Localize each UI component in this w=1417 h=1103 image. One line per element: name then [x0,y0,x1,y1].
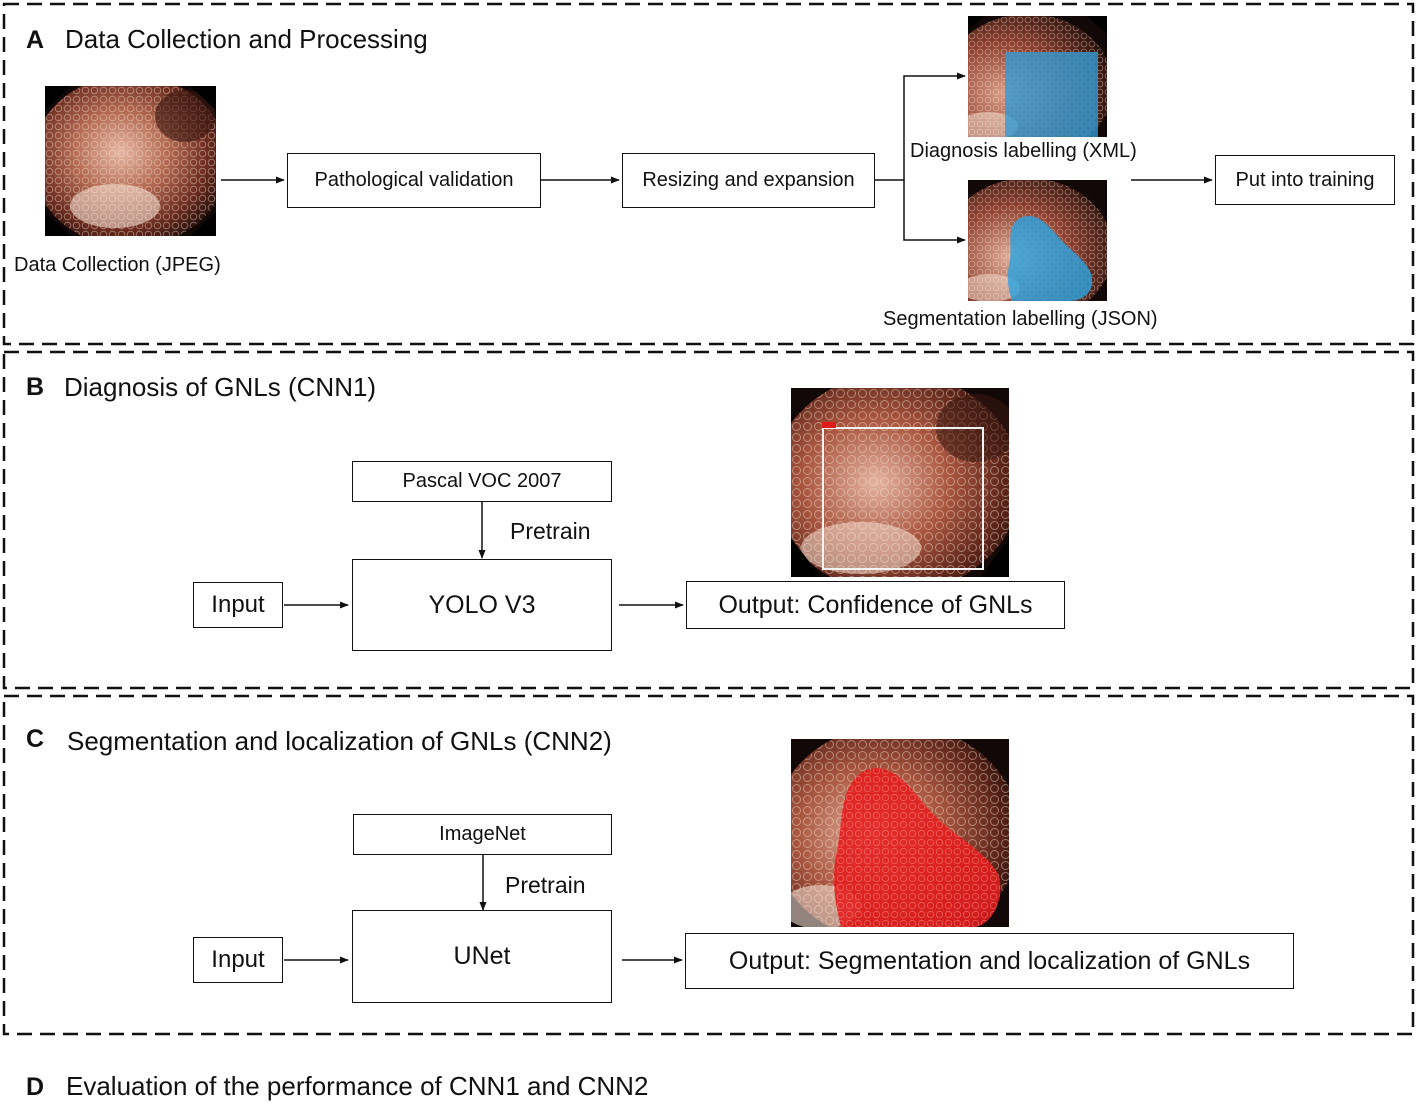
diagnosis-box-overlay [1005,52,1098,137]
resizing-expansion-box: Resizing and expansion [622,153,875,208]
panel-b-frame [2,350,1415,690]
panel-c-frame [2,694,1415,1036]
output-confidence-box: Output: Confidence of GNLs [686,581,1065,629]
output-segmentation-box: Output: Segmentation and localization of… [685,933,1294,989]
diagnosis-labelled-image [968,16,1107,137]
panel-a-title: Data Collection and Processing [65,24,428,54]
panel-a-letter: A [26,26,45,54]
detection-confidence-tag [822,422,836,428]
pretrain-label-b: Pretrain [510,518,591,544]
segmentation-labelled-image [968,180,1107,301]
data-collection-label: Data Collection (JPEG) [14,254,221,276]
input-box-c: Input [193,937,283,983]
endoscopy-image-raw [45,86,216,236]
unet-box: UNet [352,910,612,1003]
panel-b-letter: B [26,373,45,401]
panel-c-title: Segmentation and localization of GNLs (C… [67,726,612,756]
detection-bounding-box [822,427,984,570]
panel-c-letter: C [26,725,45,753]
panel-d-title: Evaluation of the performance of CNN1 an… [66,1071,649,1101]
pretrain-label-c: Pretrain [505,872,586,898]
panel-d-letter: D [26,1073,45,1101]
pathological-validation-box: Pathological validation [287,153,541,208]
segmentation-labelling-label: Segmentation labelling (JSON) [883,308,1158,330]
segmentation-output-image [791,739,1009,927]
input-box-b: Input [193,582,283,628]
diagnosis-labelling-label: Diagnosis labelling (XML) [910,140,1137,162]
segmentation-mask-overlay [1007,216,1093,301]
pascal-voc-box: Pascal VOC 2007 [352,461,612,502]
yolo-v3-box: YOLO V3 [352,559,612,651]
imagenet-box: ImageNet [353,814,612,855]
put-into-training-box: Put into training [1215,155,1395,205]
arrow-resizing-to-diagnosis-labelling [875,72,966,181]
detection-output-image [791,388,1009,577]
arrow-resizing-to-segmentation-labelling [903,180,966,244]
panel-b-title: Diagnosis of GNLs (CNN1) [64,372,377,402]
panel-a-frame [2,2,1415,346]
